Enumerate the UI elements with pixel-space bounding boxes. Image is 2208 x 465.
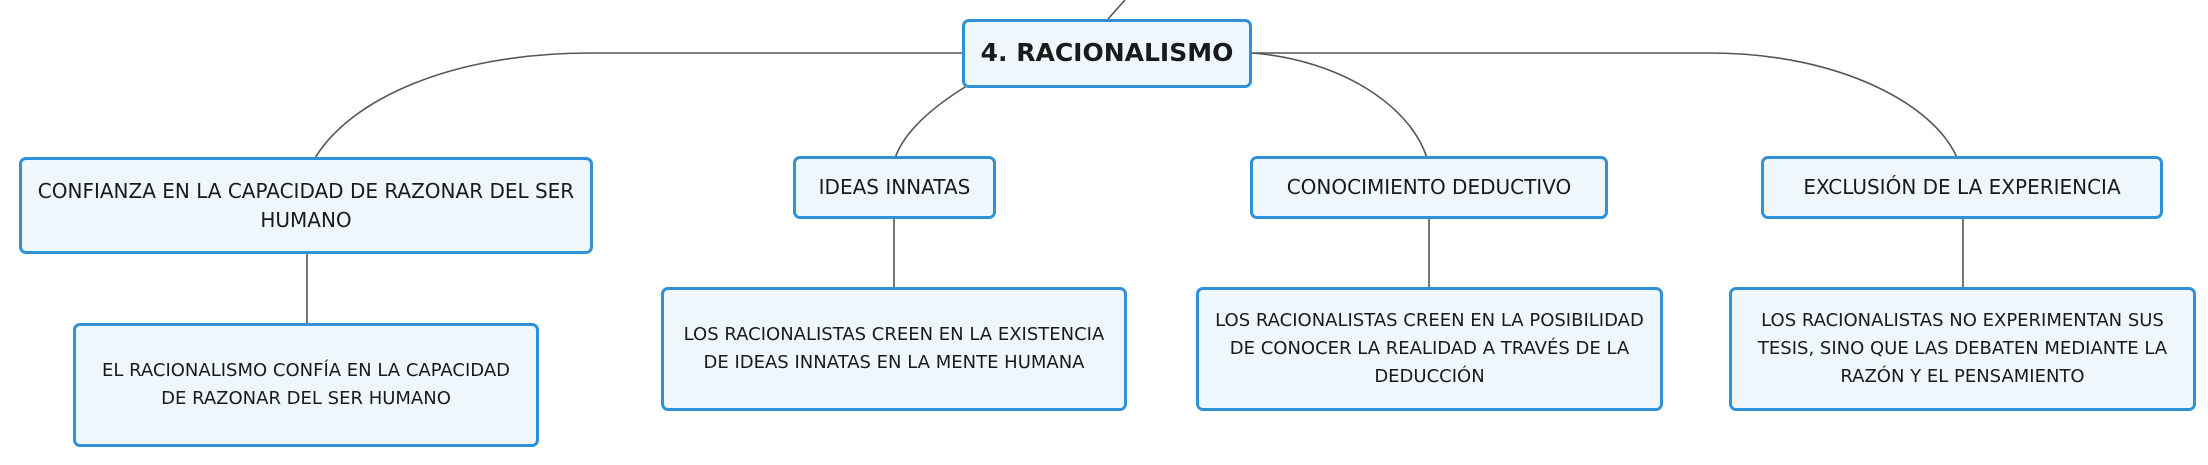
detail-text: LOS RACIONALISTAS NO EXPERIMENTAN SUS TE… xyxy=(1757,310,2168,387)
branch-title: CONFIANZA EN LA CAPACIDAD DE RAZONAR DEL… xyxy=(37,178,575,232)
detail-node-exclusion-experiencia[interactable]: LOS RACIONALISTAS NO EXPERIMENTAN SUS TE… xyxy=(1729,287,2196,411)
connector-root-branch-4 xyxy=(1252,52,1958,159)
detail-text: LOS RACIONALISTAS CREEN EN LA POSIBILIDA… xyxy=(1215,310,1644,387)
branch-title: CONOCIMIENTO DEDUCTIVO xyxy=(1286,175,1572,199)
detail-node-ideas-innatas[interactable]: LOS RACIONALISTAS CREEN EN LA EXISTENCIA… xyxy=(661,287,1127,411)
root-node[interactable]: 4. RACIONALISMO xyxy=(962,19,1252,88)
detail-node-razonar[interactable]: EL RACIONALISMO CONFÍA EN LA CAPACIDAD D… xyxy=(73,323,539,447)
branch-title: IDEAS INNATAS xyxy=(818,175,971,199)
connector-root-branch-3 xyxy=(1251,52,1428,159)
root-label: 4. RACIONALISMO xyxy=(980,38,1234,68)
branch-node-razonar[interactable]: CONFIANZA EN LA CAPACIDAD DE RAZONAR DEL… xyxy=(19,157,593,254)
connector-root-branch-1 xyxy=(314,52,962,159)
branch-node-conocimiento-deductivo[interactable]: CONOCIMIENTO DEDUCTIVO xyxy=(1250,156,1608,219)
connector-parent xyxy=(1107,0,1126,20)
branch-title: EXCLUSIÓN DE LA EXPERIENCIA xyxy=(1803,175,2121,199)
detail-text: EL RACIONALISMO CONFÍA EN LA CAPACIDAD D… xyxy=(101,360,510,409)
branch-node-exclusion-experiencia[interactable]: EXCLUSIÓN DE LA EXPERIENCIA xyxy=(1761,156,2163,219)
detail-text: LOS RACIONALISTAS CREEN EN LA EXISTENCIA… xyxy=(683,324,1105,373)
connector-root-branch-2 xyxy=(894,83,971,159)
branch-node-ideas-innatas[interactable]: IDEAS INNATAS xyxy=(793,156,996,219)
detail-node-conocimiento-deductivo[interactable]: LOS RACIONALISTAS CREEN EN LA POSIBILIDA… xyxy=(1196,287,1663,411)
